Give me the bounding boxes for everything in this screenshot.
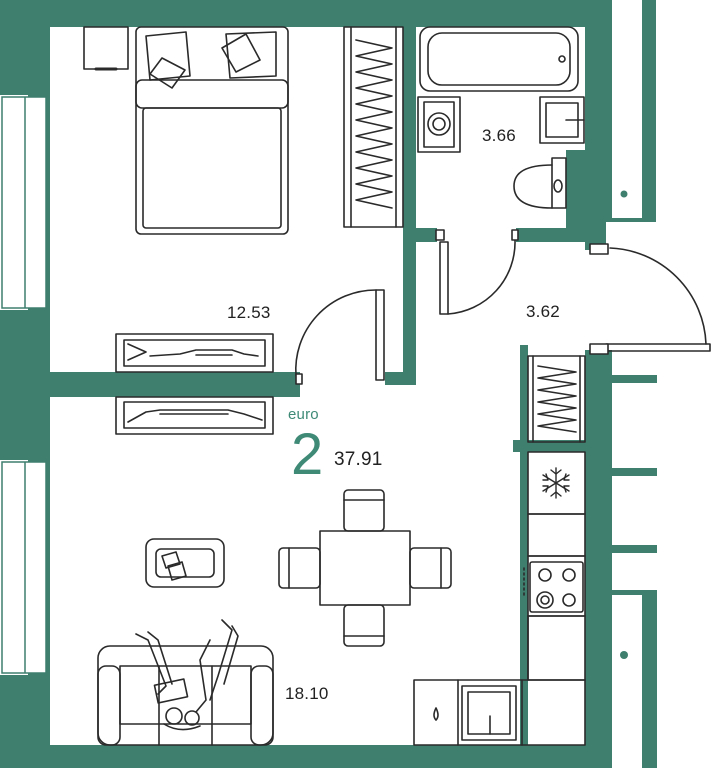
room-area-bedroom: 12.53 — [227, 303, 271, 322]
apartment-type-label: euro — [288, 406, 319, 423]
bed-icon — [135, 26, 289, 235]
bathroom-door — [435, 229, 519, 315]
bathtub-icon — [419, 26, 579, 92]
bedroom-door — [294, 289, 385, 385]
coffee-table — [145, 538, 225, 588]
dining-table-icon — [278, 489, 452, 647]
sofa-icon — [97, 619, 274, 746]
nightstand — [83, 26, 129, 71]
hallway-wardrobe — [527, 355, 586, 443]
sink-icon — [539, 96, 585, 144]
rooms-count: 2 — [291, 422, 324, 487]
kitchen-counter — [413, 451, 586, 746]
tv-icon — [115, 333, 274, 373]
stove-icon — [523, 561, 584, 613]
wall-dots — [619, 189, 629, 659]
balcony-panels — [612, 0, 648, 768]
washing-machine-icon — [417, 96, 461, 153]
room-area-hallway: 3.62 — [526, 302, 560, 321]
room-area-living: 18.10 — [285, 684, 329, 703]
room-area-bathroom: 3.66 — [482, 126, 516, 145]
entrance-door — [589, 243, 711, 355]
kitchen-sink — [433, 685, 517, 741]
tv-icon-living — [115, 396, 274, 435]
windows — [1, 96, 47, 674]
wardrobe — [343, 26, 404, 228]
snowflake-icon — [542, 467, 570, 499]
total-area: 37.91 — [334, 449, 383, 470]
toilet-icon — [513, 157, 567, 209]
